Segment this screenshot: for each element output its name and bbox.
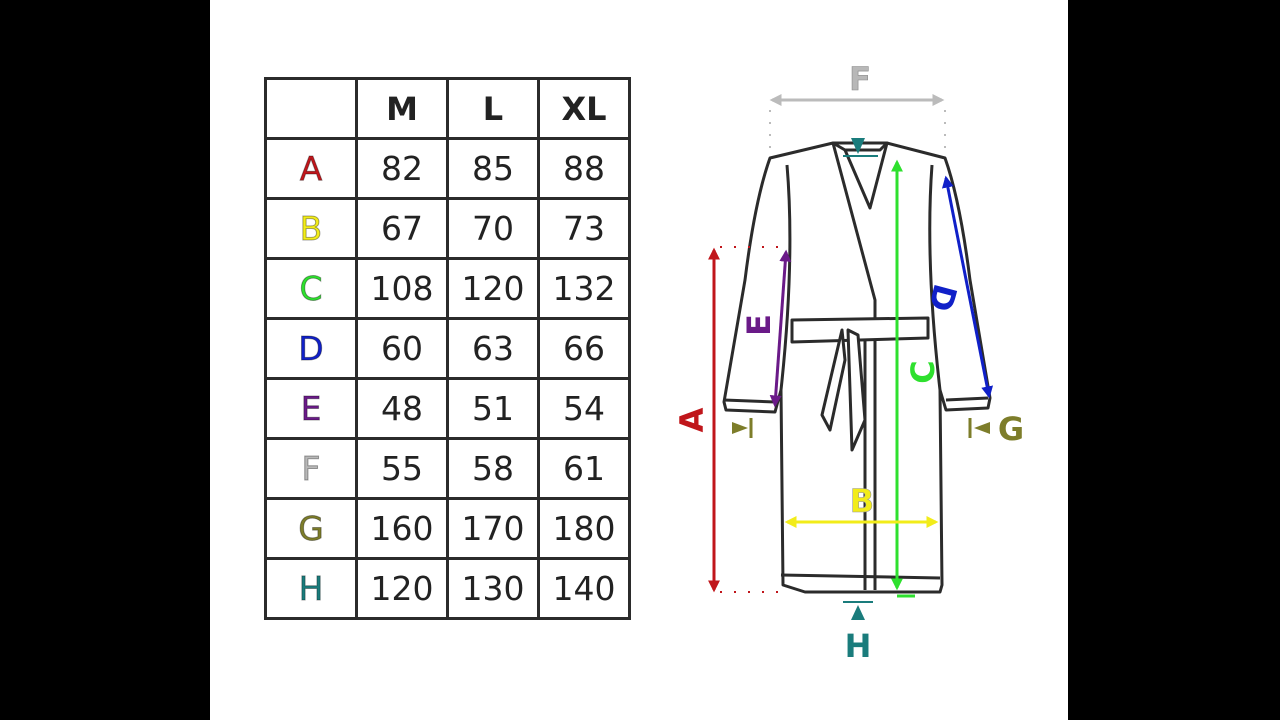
measurement-value: 61 [537, 437, 631, 500]
measurement-value: 130 [446, 557, 540, 620]
measurement-value: 63 [446, 317, 540, 380]
measurement-label: H [264, 557, 358, 620]
label-h: H [845, 627, 872, 665]
measurement-value: 108 [355, 257, 449, 320]
measure-e: E [740, 249, 792, 408]
size-header: M [355, 77, 449, 140]
measure-b: B [784, 482, 939, 528]
measurement-value: 55 [355, 437, 449, 500]
measurement-label: F [264, 437, 358, 500]
measure-f: F [769, 60, 946, 150]
measurement-value: 85 [446, 137, 540, 200]
measurement-value: 70 [446, 197, 540, 260]
measurement-value: 140 [537, 557, 631, 620]
measurement-value: 67 [355, 197, 449, 260]
measurement-label: D [264, 317, 358, 380]
measurement-value: 170 [446, 497, 540, 560]
label-a: A [673, 407, 711, 432]
measurement-value: 66 [537, 317, 631, 380]
measurement-value: 58 [446, 437, 540, 500]
label-g: G [998, 410, 1024, 448]
measurement-label: A [264, 137, 358, 200]
label-e: E [740, 314, 778, 336]
measurement-value: 88 [537, 137, 631, 200]
measurement-label: B [264, 197, 358, 260]
measurement-value: 54 [537, 377, 631, 440]
measure-a: A [673, 246, 785, 593]
measurement-value: 60 [355, 317, 449, 380]
size-header: XL [537, 77, 631, 140]
measurement-value: 48 [355, 377, 449, 440]
measure-g: G [732, 410, 1024, 448]
measurement-label: C [264, 257, 358, 320]
corner-cell [264, 77, 358, 140]
measurement-label: E [264, 377, 358, 440]
label-b: B [850, 482, 874, 520]
size-header: L [446, 77, 540, 140]
measurement-value: 120 [355, 557, 449, 620]
measurement-value: 51 [446, 377, 540, 440]
robe-outline [722, 141, 992, 594]
measure-h: H [843, 138, 878, 665]
measurement-value: 120 [446, 257, 540, 320]
label-c: C [904, 360, 942, 383]
measurement-value: 160 [355, 497, 449, 560]
measurement-value: 73 [537, 197, 631, 260]
measurement-value: 132 [537, 257, 631, 320]
measurement-value: 82 [355, 137, 449, 200]
measurement-label: G [264, 497, 358, 560]
label-f: F [849, 60, 871, 98]
measurement-value: 180 [537, 497, 631, 560]
